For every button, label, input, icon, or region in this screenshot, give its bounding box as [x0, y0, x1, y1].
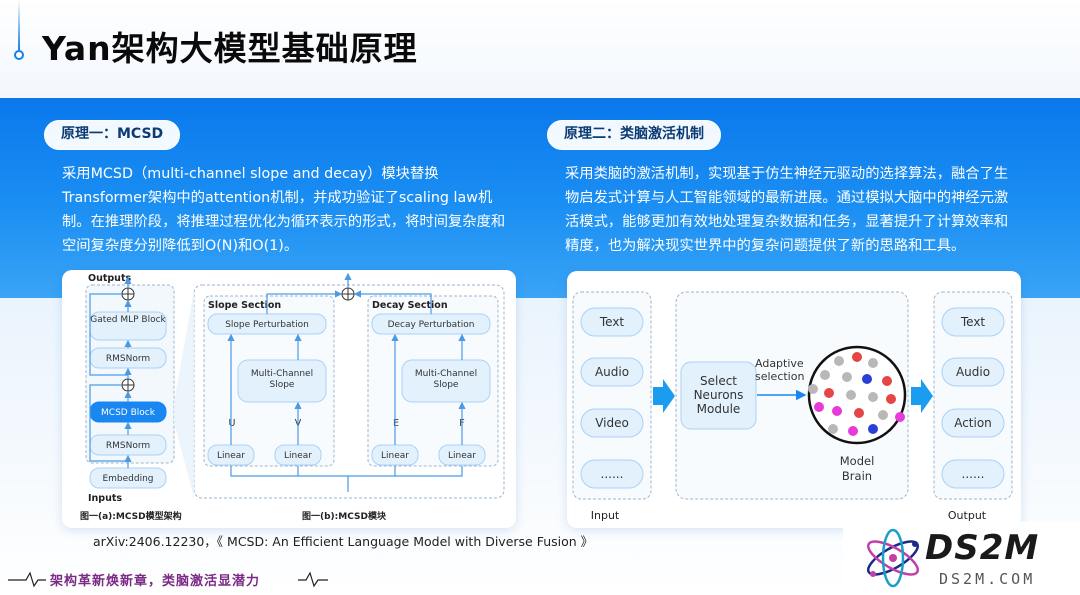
brain-diagram-card: Text Audio Video ...... Input Select Neu… — [567, 271, 1021, 528]
neuron-dot — [868, 424, 878, 434]
linear-label-4: Linear — [448, 451, 476, 461]
output-item-action — [941, 408, 1005, 438]
logo-sub-text: DS2M.COM — [939, 570, 1036, 588]
output-item-more-label: ...... — [962, 467, 985, 481]
model-brain-label-2: Brain — [842, 469, 872, 483]
decay-section-label: Decay Section — [372, 300, 448, 311]
output-item-audio-label: Audio — [956, 365, 990, 379]
caption-b: 图一(b):MCSD模块 — [302, 510, 387, 522]
header-band — [0, 0, 1080, 98]
neuron-dot — [878, 410, 888, 420]
input-item-video — [580, 408, 644, 438]
output-item-text-label: Text — [960, 315, 986, 329]
inputs-label: Inputs — [88, 493, 122, 504]
neuron-dot — [832, 406, 842, 416]
rmsnorm-bottom-label: RMSNorm — [106, 441, 150, 451]
output-item-audio — [941, 357, 1005, 387]
input-label: Input — [591, 509, 620, 522]
multi-channel-slope-node-1 — [237, 359, 327, 403]
add-op-module-plus — [342, 288, 354, 300]
blue-band — [0, 98, 1080, 298]
outputs-label: Outputs — [88, 273, 131, 284]
output-label: Output — [948, 509, 987, 522]
linear-label-3: Linear — [381, 451, 409, 461]
neuron-dot — [868, 392, 878, 402]
input-item-text-label: Text — [599, 315, 625, 329]
embedding-label: Embedding — [102, 474, 153, 484]
neuron-dot — [814, 402, 824, 412]
neuron-dot — [820, 370, 830, 380]
logo-main-text: DS2M — [925, 528, 1040, 568]
adaptive-selection-label: Adaptive selection — [755, 357, 805, 383]
input-container — [572, 291, 652, 500]
e-label: E — [393, 418, 399, 429]
output-container — [933, 291, 1013, 500]
slogan-decoration — [8, 571, 328, 588]
neuron-dots — [808, 352, 905, 436]
neuron-dot — [882, 376, 892, 386]
select-neurons-node — [680, 361, 757, 430]
input-item-text — [580, 307, 644, 337]
neuron-dot — [852, 352, 862, 362]
neuron-dot — [848, 426, 858, 436]
output-item-more — [941, 459, 1005, 489]
decay-perturbation-label: Decay Perturbation — [388, 320, 475, 330]
architecture-arrows — [89, 276, 132, 468]
zoom-connector — [174, 290, 194, 498]
select-neurons-label: Select Neurons Module — [693, 374, 744, 416]
neuron-dot — [854, 408, 864, 418]
rmsnorm-top-label: RMSNorm — [106, 354, 150, 364]
multi-channel-slope-node-2 — [401, 359, 491, 403]
multi-channel-slope-label-1: Multi-Channel Slope — [250, 369, 314, 390]
principle-one-text: 采用MCSD（multi-channel slope and decay）模块替… — [62, 166, 506, 254]
input-item-video-label: Video — [595, 416, 629, 430]
neuron-dot — [846, 390, 856, 400]
neuron-dot — [842, 372, 852, 382]
page-title: Yan架构大模型基础原理 — [42, 29, 418, 68]
input-item-more-label: ...... — [601, 467, 624, 481]
title-accent-line — [18, 0, 20, 50]
add-op-top-plus — [122, 288, 134, 300]
output-item-action-label: Action — [954, 416, 992, 430]
reference-citation: arXiv:2406.12230，《 MCSD: An Efficient La… — [93, 534, 594, 549]
principle-two-text: 采用类脑的激活机制，实现基于仿生神经元驱动的选择算法，融合了生物启发式计算与人工… — [565, 166, 1009, 254]
neuron-dot — [808, 384, 818, 394]
input-items: Text Audio Video ...... — [580, 307, 644, 489]
caption-a: 图一(a):MCSD模型架构 — [80, 510, 182, 522]
linear-label-2: Linear — [284, 451, 312, 461]
principle-two-label: 原理二：类脑激活机制 — [547, 120, 721, 150]
neuron-dot — [886, 394, 896, 404]
slope-perturbation-label: Slope Perturbation — [225, 320, 309, 330]
gated-mlp-label: Gated MLP Block — [90, 315, 166, 325]
title-accent-dot — [14, 50, 24, 60]
principle-one-label: 原理一：MCSD — [44, 120, 181, 150]
atom-logo-icon — [866, 528, 920, 588]
multi-channel-slope-label-2: Multi-Channel Slope — [414, 369, 478, 390]
neuron-dot — [895, 412, 905, 422]
module-arrows — [227, 272, 466, 492]
slope-section-label: Slope Section — [208, 300, 281, 311]
neuron-dot — [828, 424, 838, 434]
footer-slogan: 架构革新焕新章，类脑激活显潜力 — [50, 574, 261, 589]
neuron-dot — [834, 356, 844, 366]
add-op-mid-plus — [122, 379, 134, 391]
neuron-dot — [862, 374, 872, 384]
input-flow-arrow — [653, 379, 675, 413]
input-item-audio-label: Audio — [595, 365, 629, 379]
brand-logo: DS2M DS2M.COM — [843, 522, 1080, 595]
input-item-audio — [580, 357, 644, 387]
neuron-dot — [824, 388, 834, 398]
neuron-dot — [868, 358, 878, 368]
output-items: Text Audio Action ...... — [941, 307, 1005, 489]
mcsd-diagram: Outputs Gated MLP Block RMSNorm MCSD Blo… — [80, 272, 505, 522]
u-label: U — [229, 418, 236, 429]
mcsd-diagram-card: Outputs Gated MLP Block RMSNorm MCSD Blo… — [62, 270, 516, 528]
output-flow-arrow — [911, 379, 933, 413]
input-item-more — [580, 459, 644, 489]
brain-diagram: Text Audio Video ...... Input Select Neu… — [572, 291, 1013, 522]
output-item-text — [941, 307, 1005, 337]
linear-label-1: Linear — [217, 451, 245, 461]
mcsd-block-label: MCSD Block — [101, 408, 156, 418]
model-brain-label-1: Model — [840, 454, 875, 468]
